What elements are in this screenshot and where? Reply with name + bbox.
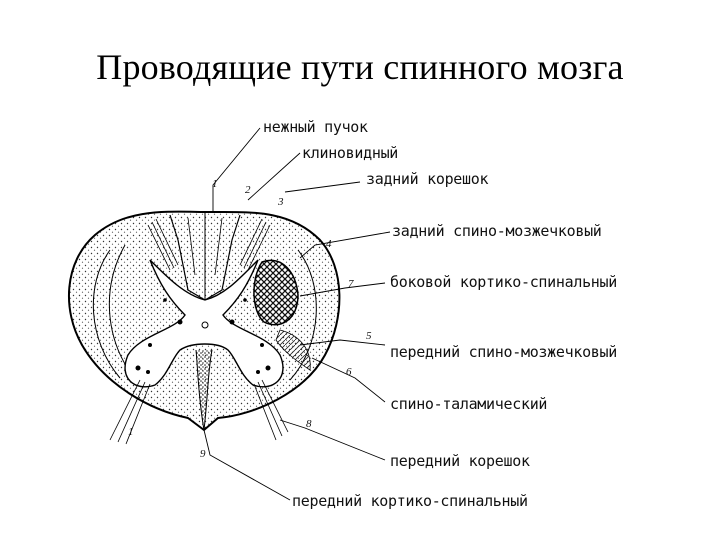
label-posterior-spinocerebellar: задний спино-мозжечковый [392,222,602,240]
marker-1-top: 1 [212,178,218,190]
marker-4: 4 [326,238,332,250]
label-anterior-spinocerebellar: передний спино-мозжечковый [390,343,618,361]
marker-9: 9 [200,448,206,460]
label-anterior-corticospinal: передний кортико-спинальный [292,492,528,510]
label-fasciculus-cuneatus: клиновидный [302,144,399,162]
label-lateral-corticospinal: боковой кортико-спинальный [390,273,618,291]
lateral-corticospinal-tract [253,259,299,326]
slide-title: Проводящие пути спинного мозга [96,47,624,87]
marker-8: 8 [306,418,312,430]
label-posterior-root: задний корешок [366,170,489,188]
marker-2: 2 [245,184,251,196]
label-fasciculus-gracilis: нежный пучок [263,118,368,136]
marker-1-bottom: 1 [128,426,134,438]
marker-5: 5 [366,330,372,342]
marker-7: 7 [348,278,354,290]
label-spinothalamic: спино-таламический [390,395,548,413]
marker-3: 3 [278,196,284,208]
marker-6: 6 [346,366,352,378]
label-anterior-root: передний корешок [390,452,530,470]
